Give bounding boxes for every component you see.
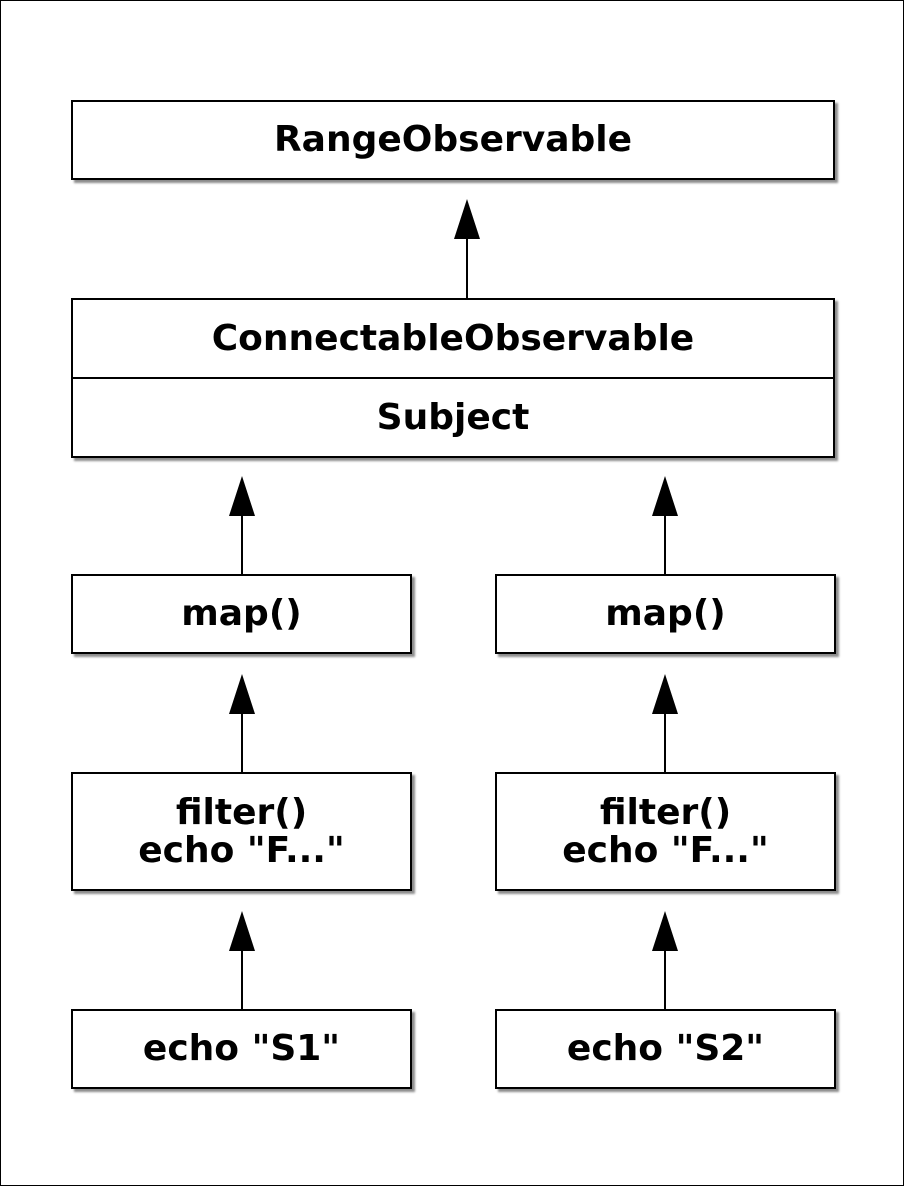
map-left-node: map() [71,574,412,654]
source-s1-node: echo "S1" [71,1009,412,1089]
map-right-label: map() [605,593,726,635]
connectable-observable-label: ConnectableObservable [211,317,695,359]
map-left-label: map() [181,593,302,635]
arrow-filter-left-to-map-left [229,674,255,772]
source-s2-node: echo "S2" [495,1009,836,1089]
arrow-map-right-to-subject [652,476,678,574]
filter-right-node: filter() echo "F..." [495,772,836,891]
filter-left-label-line1: filter() [175,791,308,833]
filter-right-label-line2: echo "F..." [562,829,769,871]
filter-left-node: filter() echo "F..." [71,772,412,891]
source-s2-label: echo "S2" [566,1028,765,1070]
arrow-map-left-to-subject [229,476,255,574]
map-right-node: map() [495,574,836,654]
range-observable-label: RangeObservable [273,119,633,161]
filter-left-label-line2: echo "F..." [138,829,345,871]
range-observable-node: RangeObservable [71,100,835,180]
arrow-connectable-to-range [454,199,480,298]
subject-label: Subject [376,396,530,438]
connectable-observable-section: ConnectableObservable [73,300,833,377]
arrow-s2-to-filter-right [652,911,678,1009]
source-s1-label: echo "S1" [142,1028,341,1070]
connectable-observable-node: ConnectableObservable Subject [71,298,835,458]
subject-section: Subject [73,377,833,456]
filter-right-label-line1: filter() [599,791,732,833]
arrow-filter-right-to-map-right [652,674,678,772]
arrow-s1-to-filter-left [229,911,255,1009]
